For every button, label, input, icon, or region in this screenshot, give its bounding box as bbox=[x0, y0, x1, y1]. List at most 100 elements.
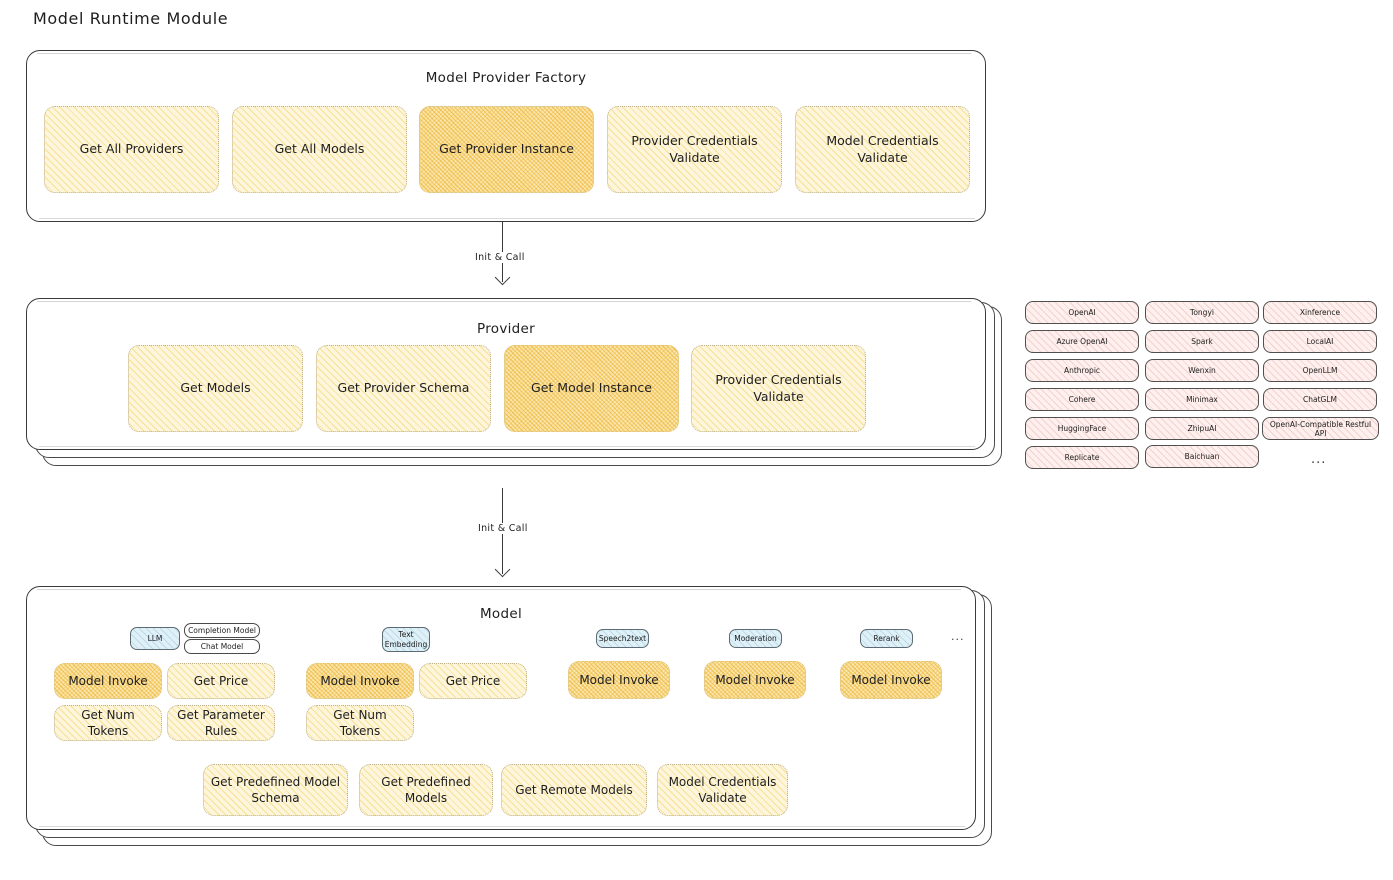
factory-node-label: Get All Providers bbox=[79, 141, 184, 157]
model-node-label: Model Invoke bbox=[579, 672, 659, 687]
model-node-label: Get Price bbox=[445, 673, 501, 688]
model-node-label: Model Invoke bbox=[320, 673, 400, 688]
factory-node-provider-credentials-validate[interactable]: Provider Credentials Validate bbox=[607, 106, 782, 193]
factory-node-label: Model Credentials Validate bbox=[826, 132, 939, 165]
provider-chip-label: ChatGLM bbox=[1303, 395, 1337, 404]
provider-node-get-models[interactable]: Get Models bbox=[128, 345, 303, 432]
provider-chip-label: Replicate bbox=[1064, 453, 1100, 462]
model-node-label: Model Invoke bbox=[851, 672, 931, 687]
provider-chip-label: Minimax bbox=[1186, 395, 1218, 404]
provider-node-label: Get Models bbox=[180, 380, 251, 396]
model-node-label: Get Num Tokens bbox=[81, 707, 135, 738]
provider-chip-label: LocalAI bbox=[1306, 337, 1334, 346]
provider-chip-label: OpenLLM bbox=[1302, 366, 1338, 375]
provider-chip-zhipuai[interactable]: ZhipuAI bbox=[1145, 417, 1259, 440]
model-type-tag-llm[interactable]: LLM bbox=[130, 627, 180, 650]
model-node-label: Get Price bbox=[193, 673, 249, 688]
provider-chip-label: OpenAI-Compatible Restful API bbox=[1269, 419, 1372, 438]
factory-node-label: Provider Credentials Validate bbox=[631, 132, 758, 165]
provider-node-label: Get Provider Schema bbox=[337, 380, 470, 396]
provider-chip-label: Anthropic bbox=[1063, 366, 1101, 375]
provider-chip-anthropic[interactable]: Anthropic bbox=[1025, 359, 1139, 382]
llm-node-model-invoke[interactable]: Model Invoke bbox=[54, 663, 162, 699]
provider-chip-tongyi[interactable]: Tongyi bbox=[1145, 301, 1259, 324]
provider-chip-label: ZhipuAI bbox=[1187, 424, 1217, 433]
model-node-label: Get Num Tokens bbox=[333, 707, 387, 738]
provider-chip-label: Azure OpenAI bbox=[1056, 337, 1108, 346]
model-common-node-model-credentials-validate[interactable]: Model Credentials Validate bbox=[657, 764, 788, 816]
provider-chip-xinference[interactable]: Xinference bbox=[1263, 301, 1377, 324]
provider-chip-label: Baichuan bbox=[1184, 452, 1220, 461]
provider-title: Provider bbox=[477, 321, 535, 337]
provider-chip-huggingface[interactable]: HuggingFace bbox=[1025, 417, 1139, 440]
provider-chip-replicate[interactable]: Replicate bbox=[1025, 446, 1139, 469]
llm-node-get-parameter-rules[interactable]: Get Parameter Rules bbox=[167, 705, 275, 741]
moderation-node-model-invoke[interactable]: Model Invoke bbox=[704, 661, 806, 699]
provider-chip-spark[interactable]: Spark bbox=[1145, 330, 1259, 353]
provider-node-provider-credentials-validate[interactable]: Provider Credentials Validate bbox=[691, 345, 866, 432]
provider-chip-wenxin[interactable]: Wenxin bbox=[1145, 359, 1259, 382]
provider-chip-minimax[interactable]: Minimax bbox=[1145, 388, 1259, 411]
model-common-node-get-remote-models[interactable]: Get Remote Models bbox=[501, 764, 647, 816]
provider-node-get-provider-schema[interactable]: Get Provider Schema bbox=[316, 345, 491, 432]
model-node-label: Get Predefined Models bbox=[381, 774, 471, 805]
arrow-factory-to-provider-label: Init & Call bbox=[471, 252, 529, 263]
provider-node-get-model-instance[interactable]: Get Model Instance bbox=[504, 345, 679, 432]
provider-chip-azure-openai[interactable]: Azure OpenAI bbox=[1025, 330, 1139, 353]
provider-chip-openllm[interactable]: OpenLLM bbox=[1263, 359, 1377, 382]
model-common-node-get-predefined-model-schema[interactable]: Get Predefined Model Schema bbox=[203, 764, 348, 816]
provider-chip-openai[interactable]: OpenAI bbox=[1025, 301, 1139, 324]
model-node-label: Get Predefined Model Schema bbox=[210, 774, 341, 805]
model-type-tag-rerank[interactable]: Rerank bbox=[860, 629, 913, 648]
factory-node-get-all-providers[interactable]: Get All Providers bbox=[44, 106, 219, 193]
text-embedding-node-get-num-tokens[interactable]: Get Num Tokens bbox=[306, 705, 414, 741]
model-type-tag-text-embedding[interactable]: Text Embedding bbox=[382, 627, 430, 652]
model-subtag-chat-model[interactable]: Chat Model bbox=[184, 639, 260, 654]
provider-chip-localai[interactable]: LocalAI bbox=[1263, 330, 1377, 353]
model-common-node-get-predefined-models[interactable]: Get Predefined Models bbox=[359, 764, 493, 816]
text-embedding-node-model-invoke[interactable]: Model Invoke bbox=[306, 663, 414, 699]
speech2text-node-model-invoke[interactable]: Model Invoke bbox=[568, 661, 670, 699]
model-node-label: Get Remote Models bbox=[515, 782, 633, 797]
factory-node-label: Get Provider Instance bbox=[439, 141, 574, 157]
provider-chip-label: Xinference bbox=[1299, 308, 1341, 317]
llm-node-get-num-tokens[interactable]: Get Num Tokens bbox=[54, 705, 162, 741]
provider-list-more-ellipsis: ... bbox=[1311, 452, 1327, 467]
provider-chip-label: OpenAI bbox=[1068, 308, 1096, 317]
rerank-node-model-invoke[interactable]: Model Invoke bbox=[840, 661, 942, 699]
arrow-factory-to-provider-head bbox=[494, 269, 511, 286]
page-title: Model Runtime Module bbox=[33, 9, 229, 28]
provider-chip-label: Wenxin bbox=[1188, 366, 1216, 375]
factory-node-model-credentials-validate[interactable]: Model Credentials Validate bbox=[795, 106, 970, 193]
model-type-tag-label: Rerank bbox=[873, 633, 900, 643]
provider-chip-openai-compatible-restful-api[interactable]: OpenAI-Compatible Restful API bbox=[1262, 417, 1379, 440]
model-node-label: Model Invoke bbox=[68, 673, 148, 688]
provider-node-label: Get Model Instance bbox=[531, 380, 652, 396]
model-subtag-label: Completion Model bbox=[188, 625, 256, 635]
provider-chip-baichuan[interactable]: Baichuan bbox=[1145, 445, 1259, 468]
model-types-more-ellipsis: ... bbox=[951, 630, 965, 643]
text-embedding-node-get-price[interactable]: Get Price bbox=[419, 663, 527, 699]
factory-node-get-provider-instance[interactable]: Get Provider Instance bbox=[419, 106, 594, 193]
provider-chip-label: Spark bbox=[1191, 337, 1213, 346]
model-subtag-label: Chat Model bbox=[200, 641, 244, 651]
model-node-label: Model Invoke bbox=[715, 672, 795, 687]
arrow-provider-to-model-head bbox=[494, 561, 511, 578]
model-subtag-completion-model[interactable]: Completion Model bbox=[184, 623, 260, 638]
provider-chip-cohere[interactable]: Cohere bbox=[1025, 388, 1139, 411]
llm-node-get-price[interactable]: Get Price bbox=[167, 663, 275, 699]
model-node-label: Model Credentials Validate bbox=[668, 774, 777, 805]
arrow-provider-to-model-label: Init & Call bbox=[474, 523, 532, 534]
provider-chip-label: HuggingFace bbox=[1057, 424, 1107, 433]
model-type-tag-moderation[interactable]: Moderation bbox=[729, 629, 782, 648]
provider-chip-label: Tongyi bbox=[1190, 308, 1214, 317]
model-type-tag-label: LLM bbox=[147, 633, 163, 643]
factory-node-label: Get All Models bbox=[274, 141, 365, 157]
factory-node-get-all-models[interactable]: Get All Models bbox=[232, 106, 407, 193]
model-node-label: Get Parameter Rules bbox=[177, 707, 265, 738]
provider-chip-chatglm[interactable]: ChatGLM bbox=[1263, 388, 1377, 411]
provider-chip-label: Cohere bbox=[1068, 395, 1096, 404]
model-title: Model bbox=[479, 606, 523, 622]
model-type-tag-speech2text[interactable]: Speech2text bbox=[596, 629, 649, 648]
